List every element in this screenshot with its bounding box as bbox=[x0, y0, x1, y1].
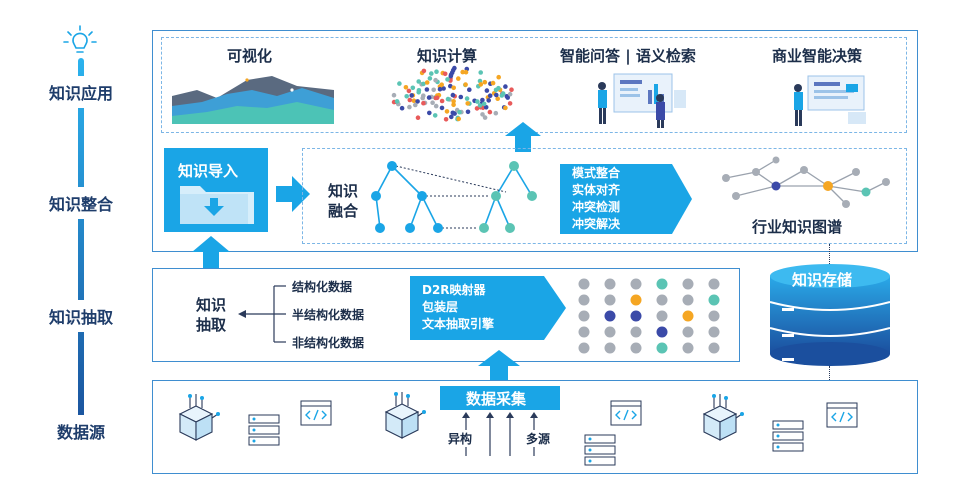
application-integration-panel bbox=[152, 30, 918, 252]
step-schema-integration: 模式整合 bbox=[572, 166, 621, 180]
bi-dashboard-icon bbox=[790, 66, 870, 128]
cube-circuit-icon bbox=[694, 394, 744, 448]
app-title-computation: 知识计算 bbox=[417, 47, 478, 65]
step-entity-alignment: 实体对齐 bbox=[572, 183, 621, 197]
level-label-integration: 知识整合 bbox=[36, 187, 126, 219]
step-conflict-resolution: 冲突解决 bbox=[572, 217, 621, 231]
data-type-structured: 结构化数据 bbox=[292, 280, 353, 294]
level-label-application: 知识应用 bbox=[36, 76, 126, 108]
storage-connector-line-lower bbox=[829, 366, 830, 380]
fusion-label-line1: 知识 bbox=[328, 182, 359, 200]
level-axis bbox=[78, 58, 84, 440]
extracted-entities-dot-matrix bbox=[574, 276, 724, 356]
knowledge-storage-label: 知识存储 bbox=[792, 271, 853, 289]
flow-up-arrow bbox=[505, 122, 541, 156]
code-window-icon bbox=[826, 402, 858, 432]
industry-graph-label: 行业知识图谱 bbox=[752, 218, 843, 236]
storage-connector-line bbox=[829, 244, 830, 264]
industry-knowledge-graph-icon bbox=[716, 156, 892, 216]
step-conflict-detection: 冲突检测 bbox=[572, 200, 621, 214]
integration-steps-chevron: 模式整合 实体对齐 冲突检测 冲突解决 bbox=[560, 164, 692, 234]
computation-dot-cluster-icon bbox=[388, 64, 518, 126]
server-rack-icon bbox=[584, 434, 616, 470]
data-collection-box bbox=[440, 386, 560, 410]
app-title-qa-search: 智能问答 | 语义检索 bbox=[560, 47, 696, 65]
fusion-tree-diagram bbox=[366, 158, 546, 238]
visualization-area-chart-icon bbox=[172, 68, 334, 124]
collection-input-lines bbox=[446, 410, 554, 456]
tool-text-extraction-engine: 文本抽取引擎 bbox=[422, 317, 495, 331]
code-window-icon bbox=[610, 400, 642, 430]
code-window-icon bbox=[300, 400, 332, 430]
extraction-label-line2: 抽取 bbox=[196, 316, 227, 334]
flow-up-arrow-extraction bbox=[192, 236, 230, 272]
app-title-visualization: 可视化 bbox=[227, 47, 273, 65]
app-title-bi-decision: 商业智能决策 bbox=[772, 47, 863, 65]
qa-presentation-icon bbox=[594, 66, 690, 128]
cube-circuit-icon bbox=[170, 394, 220, 448]
fusion-label-line2: 融合 bbox=[328, 202, 359, 220]
fusion-section bbox=[302, 148, 907, 244]
extraction-tools-chevron: D2R映射器 包装层 文本抽取引擎 bbox=[410, 276, 566, 340]
data-collection-label: 数据采集 bbox=[466, 390, 527, 408]
flow-up-arrow-source bbox=[478, 350, 520, 386]
level-label-extraction: 知识抽取 bbox=[36, 300, 126, 332]
data-type-bracket bbox=[238, 280, 288, 350]
multi-source-label: 多源 bbox=[526, 430, 551, 447]
data-type-semi-structured: 半结构化数据 bbox=[292, 308, 365, 322]
level-label-source: 数据源 bbox=[36, 415, 126, 447]
data-type-unstructured: 非结构化数据 bbox=[292, 336, 365, 350]
extraction-label-line1: 知识 bbox=[196, 296, 227, 314]
flow-right-arrow bbox=[276, 176, 310, 216]
folder-download-icon bbox=[180, 180, 254, 224]
knowledge-import-label: 知识导入 bbox=[178, 162, 239, 180]
heterogeneous-label: 异构 bbox=[448, 430, 473, 447]
server-rack-icon bbox=[248, 414, 280, 450]
server-rack-icon bbox=[772, 420, 804, 456]
lightbulb-icon bbox=[60, 24, 100, 60]
tool-wrapper-layer: 包装层 bbox=[422, 300, 459, 314]
tool-d2r-mapper: D2R映射器 bbox=[422, 283, 486, 297]
database-icon bbox=[768, 262, 892, 368]
cube-circuit-icon bbox=[376, 392, 426, 446]
